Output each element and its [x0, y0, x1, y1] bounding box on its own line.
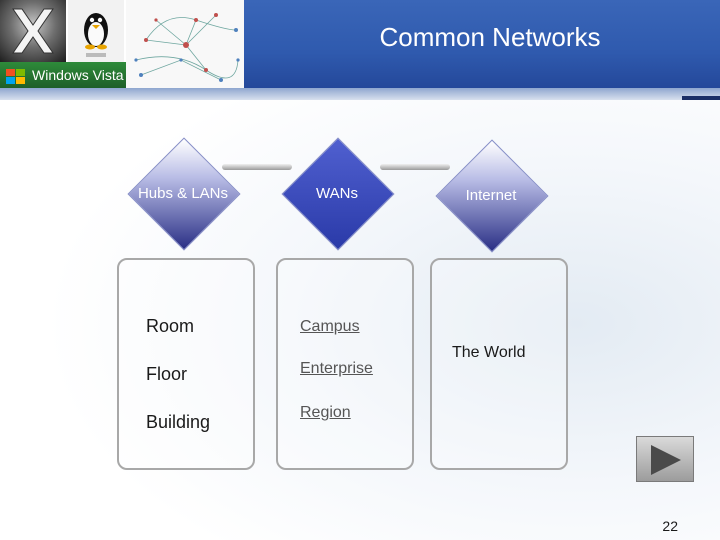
page-number: 22: [662, 518, 678, 534]
connector-lan-wan: [222, 164, 292, 170]
play-triangle-icon: [651, 445, 681, 475]
vista-logo-text: Windows Vista: [32, 67, 124, 83]
connector-wan-internet: [380, 164, 450, 170]
windows-flag-icon: [6, 67, 26, 93]
internet-scope-box: The World: [430, 258, 568, 470]
category-diamond-internet: Internet: [435, 139, 549, 253]
scope-link-region[interactable]: Region: [300, 404, 351, 421]
category-label-wans: WANs: [316, 184, 358, 202]
list-item: Floor: [146, 364, 188, 384]
category-label-lans: Hubs & LANs: [137, 184, 229, 202]
tux-penguin-icon: [68, 0, 126, 62]
lans-scope-box: Room Floor Building: [117, 258, 255, 470]
scope-link-campus[interactable]: Campus: [300, 318, 360, 335]
category-diamond-lans: Hubs & LANs: [127, 137, 241, 251]
windows-vista-logo: Windows Vista: [0, 62, 126, 88]
scope-link-enterprise[interactable]: Enterprise: [300, 360, 373, 377]
list-item: Building: [146, 412, 211, 432]
header-divider-accent: [682, 96, 720, 100]
slide-title: Common Networks: [379, 22, 601, 52]
next-slide-button[interactable]: [636, 436, 694, 482]
list-item: The World: [452, 344, 526, 361]
network-graph-icon: [126, 0, 244, 88]
list-item: Room: [146, 316, 195, 336]
category-label-internet: Internet: [465, 186, 517, 204]
wans-scope-box: Campus Enterprise Region: [276, 258, 414, 470]
x-logo-icon: [0, 0, 68, 62]
category-diamond-wans: WANs: [281, 137, 395, 251]
header-divider: [0, 88, 720, 100]
